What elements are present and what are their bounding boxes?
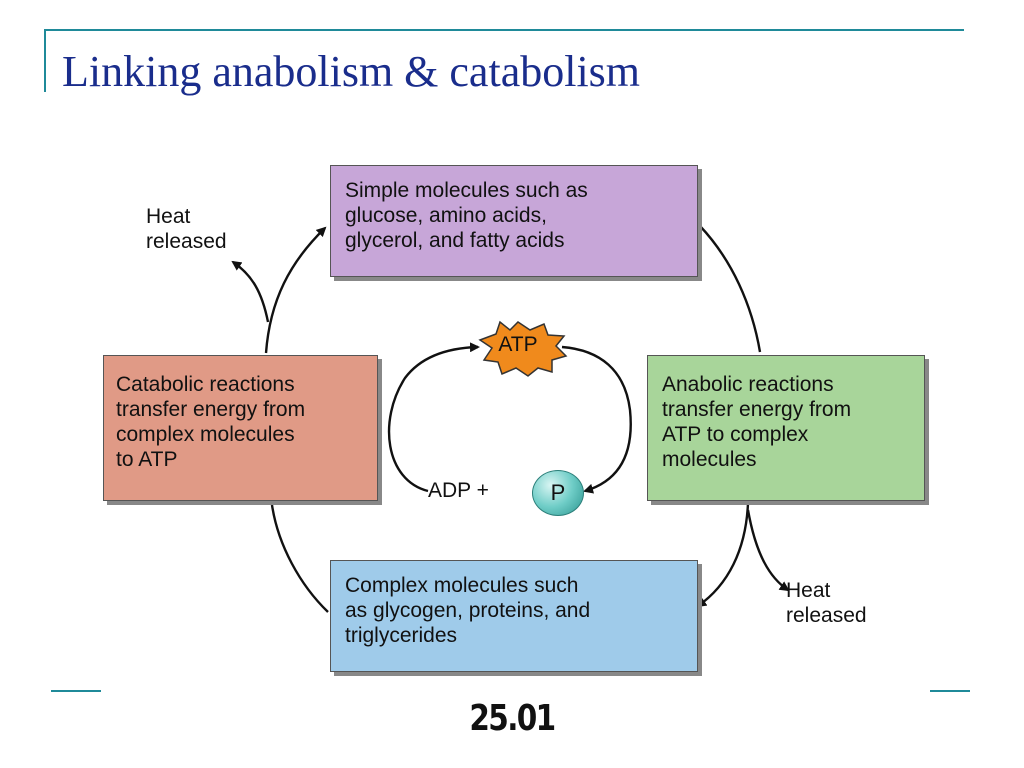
arrow-adp-to-atp (387, 342, 480, 493)
title-rule-vertical (44, 30, 46, 92)
heat-released-left-label: Heat released (146, 205, 227, 253)
arrow-catabolic-to-simple (264, 226, 327, 354)
atp-label: ATP (498, 333, 538, 356)
atp-starburst (478, 320, 568, 377)
footer-rule-right (930, 690, 970, 692)
heat-released-right-label: Heat released (786, 579, 867, 627)
arrow-heat-right (746, 509, 790, 592)
anabolic-reactions-box: Anabolic reactions transfer energy from … (647, 355, 925, 501)
title-rule-horizontal (44, 29, 964, 31)
slide-title: Linking anabolism & catabolism (62, 47, 641, 96)
arrow-complex-to-catabolic (270, 504, 329, 613)
complex-molecules-box: Complex molecules such as glycogen, prot… (330, 560, 698, 672)
arrow-simple-to-anabolic (699, 225, 762, 353)
arrow-anabolic-to-complex (696, 502, 750, 608)
phosphate-circle: P (532, 470, 584, 516)
phosphate-label: P (550, 480, 566, 505)
arrow-heat-left (231, 260, 270, 323)
catabolic-reactions-box: Catabolic reactions transfer energy from… (103, 355, 378, 501)
simple-molecules-box: Simple molecules such as glucose, amino … (330, 165, 698, 277)
adp-label: ADP + (428, 479, 489, 502)
figure-number: 25.01 (469, 698, 556, 739)
arrow-atp-to-adp (561, 345, 632, 494)
footer-rule-left (51, 690, 101, 692)
